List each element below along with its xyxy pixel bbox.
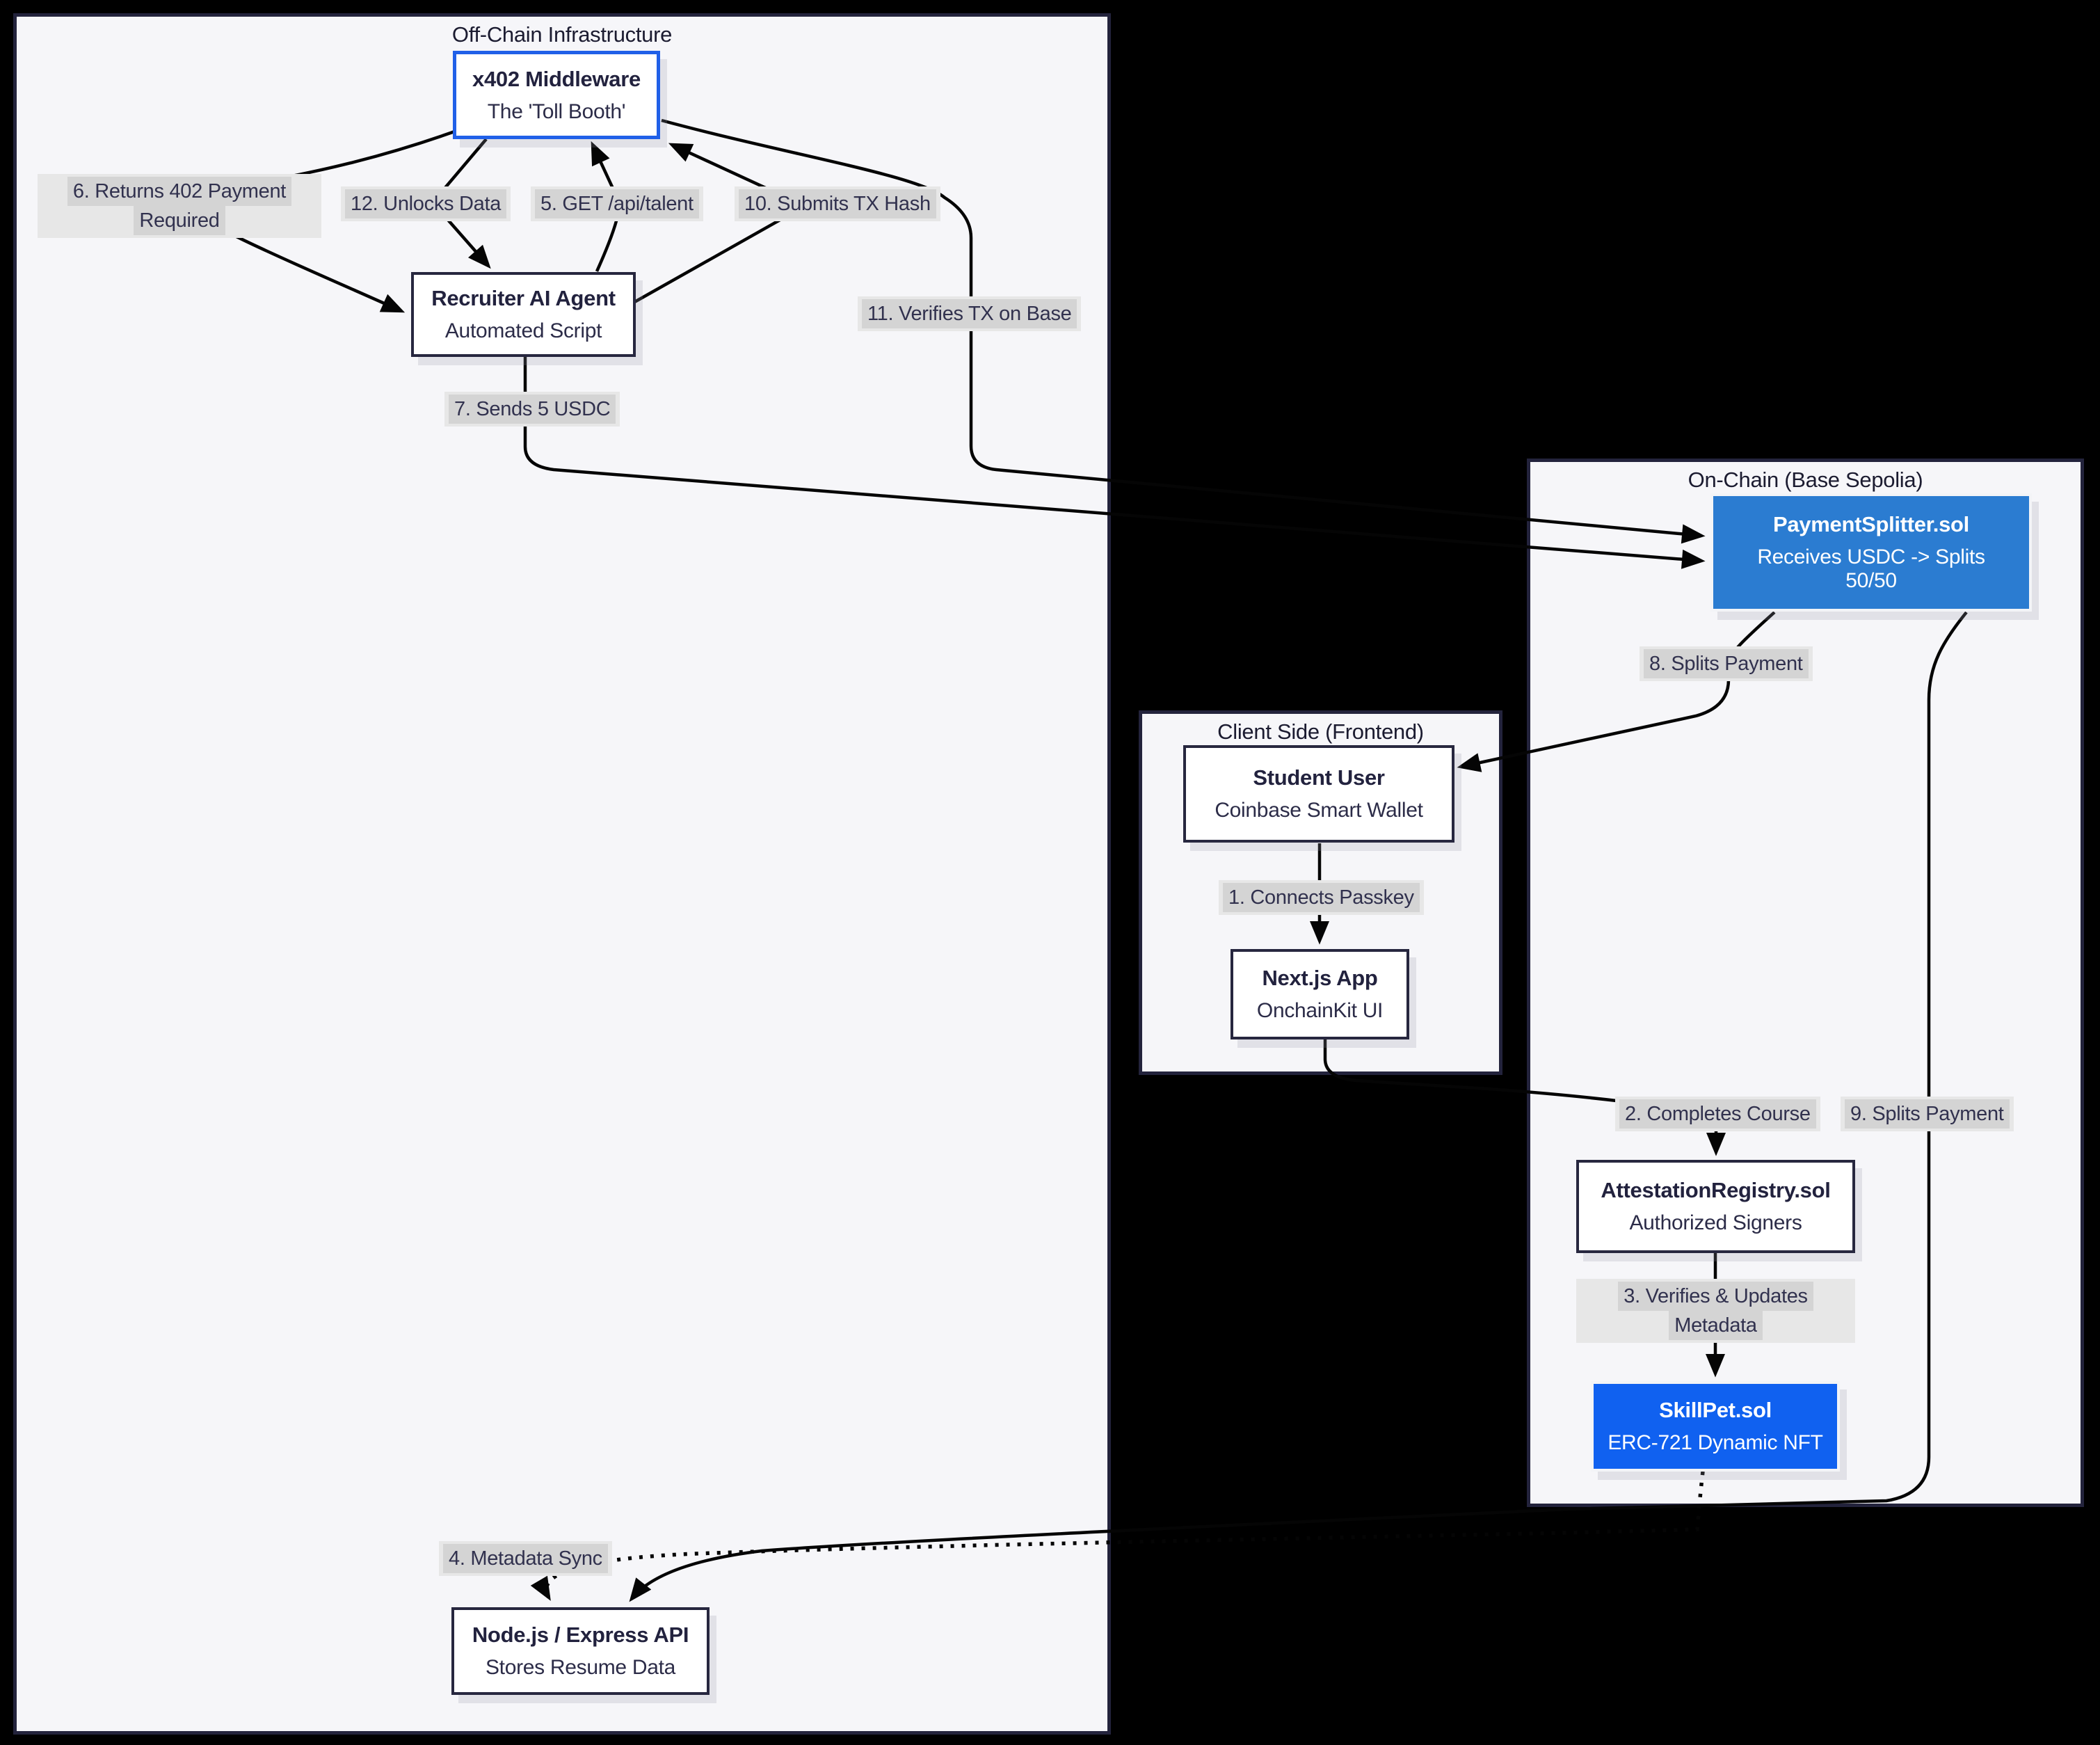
edge-label-12: 12. Unlocks Data xyxy=(341,186,511,221)
edge-label-11: 11. Verifies TX on Base xyxy=(858,296,1082,331)
node-subtitle: Stores Resume Data xyxy=(485,1656,676,1679)
node-nodejs-express-api: Node.js / Express API Stores Resume Data xyxy=(451,1607,710,1695)
node-title: Node.js / Express API xyxy=(472,1623,689,1647)
node-subtitle: ERC-721 Dynamic NFT xyxy=(1608,1431,1823,1454)
onchain-container-title: On-Chain (Base Sepolia) xyxy=(1688,468,1923,492)
node-title: Student User xyxy=(1253,765,1385,790)
edge-label-4: 4. Metadata Sync xyxy=(439,1541,612,1576)
edge-label-7: 7. Sends 5 USDC xyxy=(444,392,620,427)
node-skillpet-sol: SkillPet.sol ERC-721 Dynamic NFT xyxy=(1591,1381,1840,1472)
node-subtitle: The 'Toll Booth' xyxy=(487,99,626,123)
node-subtitle: OnchainKit UI xyxy=(1256,999,1384,1022)
offchain-container-title: Off-Chain Infrastructure xyxy=(451,22,673,47)
node-title: SkillPet.sol xyxy=(1659,1398,1772,1422)
node-student-user: Student User Coinbase Smart Wallet xyxy=(1183,745,1454,843)
node-subtitle: Receives USDC -> Splits 50/50 xyxy=(1757,545,1985,592)
node-subtitle: Authorized Signers xyxy=(1629,1211,1802,1234)
node-subtitle: Coinbase Smart Wallet xyxy=(1215,799,1423,822)
node-title: Next.js App xyxy=(1262,966,1378,990)
edge-label-1: 1. Connects Passkey xyxy=(1219,880,1424,915)
client-container-title: Client Side (Frontend) xyxy=(1217,719,1424,744)
edge-label-6: 6. Returns 402 Payment Required xyxy=(38,174,321,238)
edge-label-8: 8. Splits Payment xyxy=(1640,646,1813,681)
edge-label-3: 3. Verifies & Updates Metadata xyxy=(1576,1279,1855,1343)
edge-8-splits-payment-to-student xyxy=(1457,611,1776,772)
edge-9-splits-payment-to-api xyxy=(629,611,1968,1602)
node-recruiter-ai-agent: Recruiter AI Agent Automated Script xyxy=(411,272,636,357)
node-paymentsplitter-sol: PaymentSplitter.sol Receives USDC -> Spl… xyxy=(1710,493,2032,612)
edge-7-sends-5-usdc xyxy=(523,357,1706,569)
edge-4-metadata-sync xyxy=(530,1471,1705,1601)
node-title: Recruiter AI Agent xyxy=(431,286,616,310)
node-title: x402 Middleware xyxy=(472,66,641,91)
edge-10-submits-tx-hash xyxy=(630,143,808,305)
edge-label-2: 2. Completes Course xyxy=(1615,1097,1820,1131)
edge-label-5: 5. GET /api/talent xyxy=(531,186,703,221)
node-subtitle: Automated Script xyxy=(444,319,602,342)
edge-11-verifies-tx-on-base xyxy=(661,118,1706,544)
node-attestationregistry-sol: AttestationRegistry.sol Authorized Signe… xyxy=(1576,1160,1855,1253)
edge-label-9: 9. Splits Payment xyxy=(1841,1097,2014,1131)
node-x402-middleware: x402 Middleware The 'Toll Booth' xyxy=(453,51,660,139)
edge-2-completes-course xyxy=(1323,1039,1726,1156)
edge-label-10: 10. Submits TX Hash xyxy=(735,186,940,221)
node-nextjs-app: Next.js App OnchainKit UI xyxy=(1231,949,1409,1039)
node-title: AttestationRegistry.sol xyxy=(1601,1178,1831,1202)
node-title: PaymentSplitter.sol xyxy=(1772,512,1969,536)
